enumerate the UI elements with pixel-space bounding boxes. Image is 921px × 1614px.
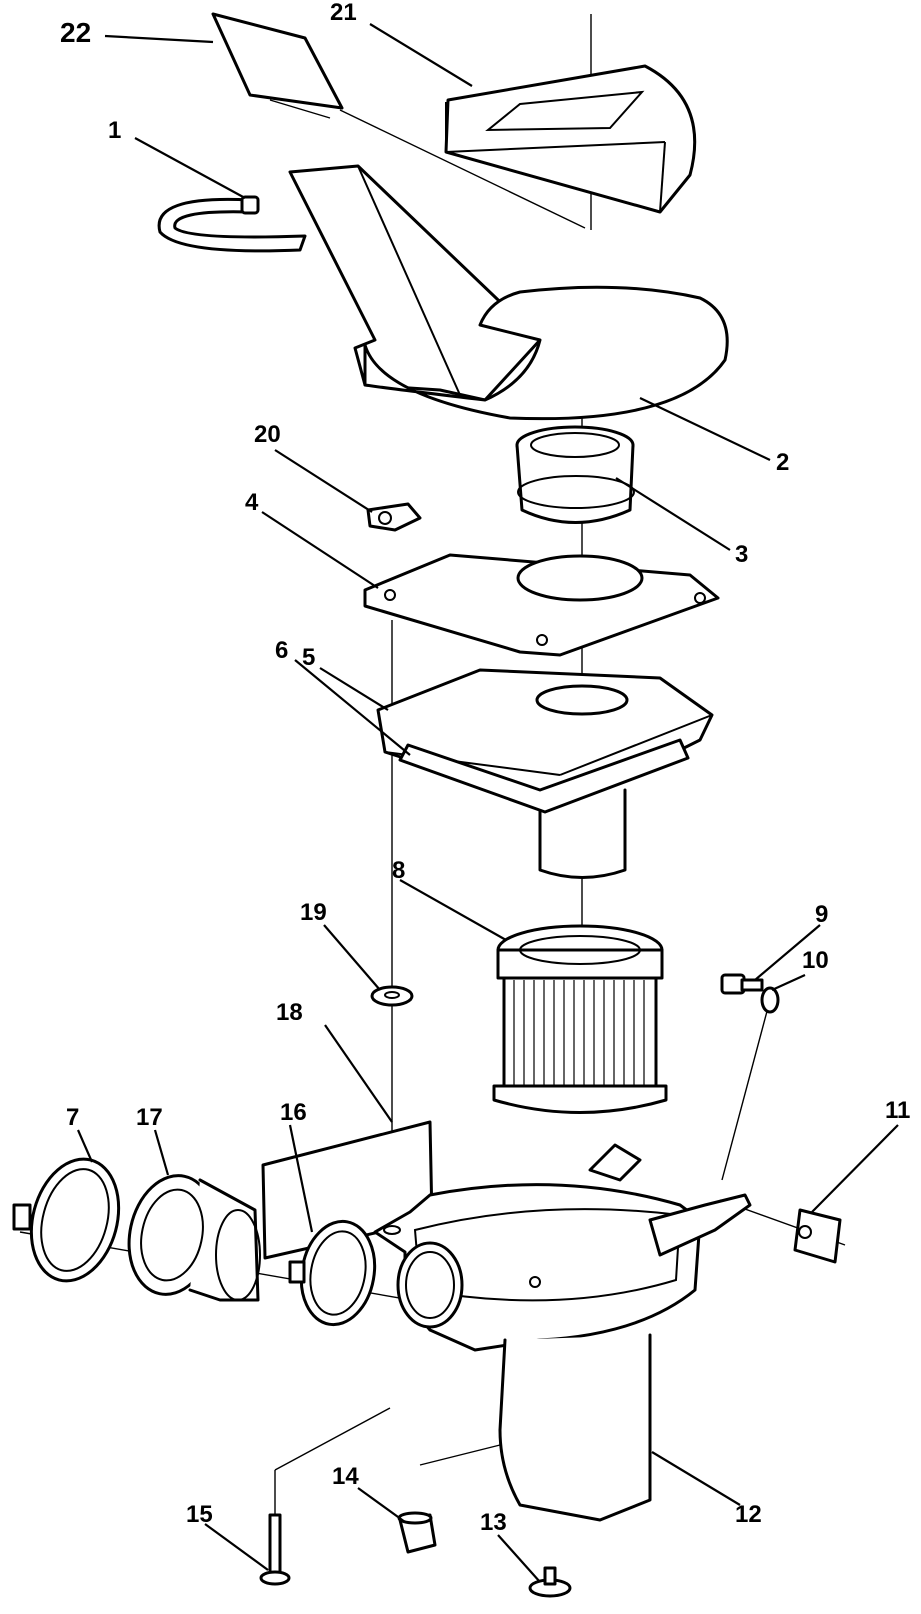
part-10-washer — [760, 986, 780, 1014]
part-21-foam-insert — [444, 64, 697, 214]
callout-12: 12 — [735, 1501, 762, 1528]
callout-20: 20 — [254, 421, 281, 448]
callout-19: 19 — [300, 899, 327, 926]
leader-lines — [76, 23, 899, 1583]
part-7-hose-clamp — [12, 1157, 121, 1283]
part-9-screw — [720, 973, 764, 995]
part-1-clamp-strap — [157, 195, 307, 253]
part-22-label-plate — [211, 12, 344, 110]
callout-1: 1 — [108, 117, 121, 144]
part-16-hose-clamp — [288, 1219, 377, 1327]
part-4-top-plate — [363, 553, 720, 657]
part-19-grommet — [370, 985, 414, 1007]
part-13-drain-valve — [528, 1566, 572, 1598]
part-8-filter-element — [492, 924, 668, 1114]
callout-3: 3 — [735, 541, 748, 568]
callout-13: 13 — [480, 1509, 507, 1536]
callout-6: 6 — [275, 637, 288, 664]
callout-10: 10 — [802, 947, 829, 974]
callout-11: 11 — [885, 1097, 910, 1124]
part-20-wing-nut — [366, 502, 422, 532]
callout-17: 17 — [136, 1104, 163, 1131]
callout-22: 22 — [60, 17, 91, 48]
part-15-bolt — [259, 1513, 291, 1586]
part-3-rubber-coupler — [515, 425, 635, 524]
callout-2: 2 — [776, 449, 789, 476]
part-17-intake-duct — [127, 1174, 261, 1302]
part-5-upper-housing — [376, 668, 714, 879]
callout-16: 16 — [280, 1099, 307, 1126]
part-11-clip — [793, 1208, 842, 1264]
callout-21: 21 — [330, 0, 357, 26]
part-2-silencer-cover — [288, 164, 729, 421]
callout-18: 18 — [276, 999, 303, 1026]
part-14-drain-plug — [397, 1511, 437, 1554]
callout-labels: 1 2 3 4 5 6 7 8 9 10 11 12 13 14 15 16 1… — [60, 0, 910, 1536]
callout-15: 15 — [186, 1501, 213, 1528]
callout-9: 9 — [815, 901, 828, 928]
callout-5: 5 — [302, 644, 315, 671]
part-6-gasket — [398, 738, 690, 814]
callout-14: 14 — [332, 1463, 359, 1490]
callout-4: 4 — [245, 489, 259, 516]
callout-7: 7 — [66, 1104, 79, 1131]
callout-8: 8 — [392, 857, 405, 884]
part-12-air-box-housing — [373, 1143, 752, 1522]
